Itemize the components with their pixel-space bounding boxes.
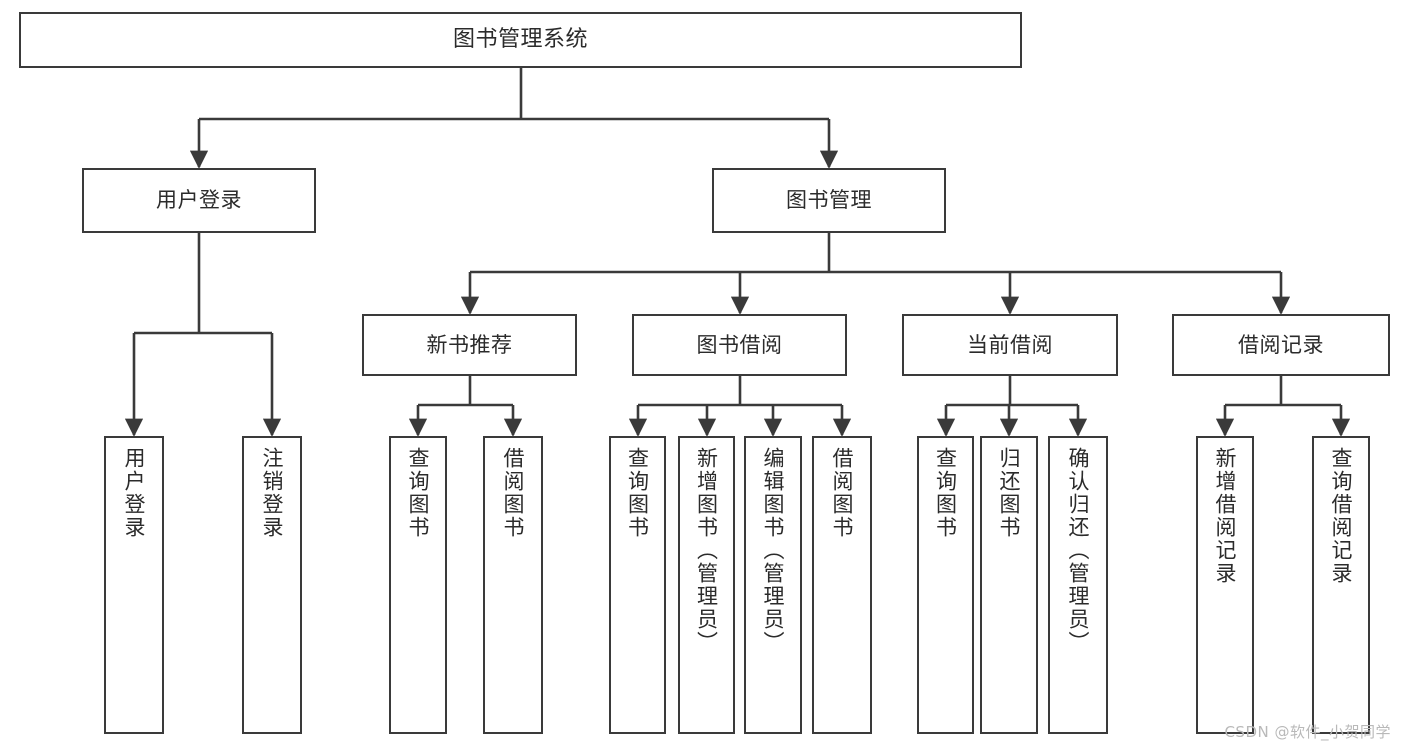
node-user-login[interactable]: 用户登录 (82, 168, 316, 233)
node-new-book-rec[interactable]: 新书推荐 (362, 314, 577, 376)
node-label: 新书推荐 (426, 332, 513, 357)
node-label: 图书管理 (786, 188, 872, 213)
node-label: 新增借阅记录 (1213, 447, 1238, 585)
node-book-borrow[interactable]: 图书借阅 (632, 314, 847, 376)
node-root[interactable]: 图书管理系统 (19, 12, 1022, 68)
node-leaf-user-login[interactable]: 用户登录 (104, 436, 164, 734)
node-label: 用户登录 (122, 447, 147, 539)
node-label: 编辑图书（管理员） (761, 447, 786, 654)
node-leaf-borrow-book-rec[interactable]: 借阅图书 (483, 436, 543, 734)
node-label: 查询图书 (933, 447, 958, 539)
node-label: 借阅记录 (1238, 332, 1324, 357)
node-label: 确认归还（管理员） (1066, 447, 1091, 654)
node-current-borrow[interactable]: 当前借阅 (902, 314, 1118, 376)
node-label: 图书管理系统 (452, 27, 588, 53)
node-label: 注销登录 (260, 447, 285, 539)
node-label: 新增图书（管理员） (694, 447, 719, 654)
node-leaf-confirm-return[interactable]: 确认归还（管理员） (1048, 436, 1108, 734)
node-leaf-add-book[interactable]: 新增图书（管理员） (678, 436, 735, 734)
node-label: 图书借阅 (696, 332, 783, 357)
node-leaf-user-logout[interactable]: 注销登录 (242, 436, 302, 734)
node-label: 查询图书 (625, 447, 650, 539)
node-leaf-borrow-book[interactable]: 借阅图书 (812, 436, 872, 734)
node-leaf-edit-book[interactable]: 编辑图书（管理员） (744, 436, 802, 734)
watermark-label: CSDN @软件_小贺同学 (1224, 723, 1391, 741)
node-label: 归还图书 (997, 447, 1022, 539)
node-label: 借阅图书 (830, 447, 855, 539)
node-label: 查询借阅记录 (1329, 447, 1354, 585)
node-leaf-query-book-cur[interactable]: 查询图书 (917, 436, 974, 734)
node-leaf-add-record[interactable]: 新增借阅记录 (1196, 436, 1254, 734)
node-label: 借阅图书 (501, 447, 526, 539)
node-borrow-record[interactable]: 借阅记录 (1172, 314, 1390, 376)
node-leaf-return-book[interactable]: 归还图书 (980, 436, 1038, 734)
node-book-manage[interactable]: 图书管理 (712, 168, 946, 233)
node-label: 查询图书 (406, 447, 431, 539)
node-leaf-query-record[interactable]: 查询借阅记录 (1312, 436, 1370, 734)
node-leaf-query-book-rec[interactable]: 查询图书 (389, 436, 447, 734)
node-label: 当前借阅 (967, 332, 1053, 357)
node-label: 用户登录 (156, 188, 242, 213)
node-leaf-query-book[interactable]: 查询图书 (609, 436, 666, 734)
